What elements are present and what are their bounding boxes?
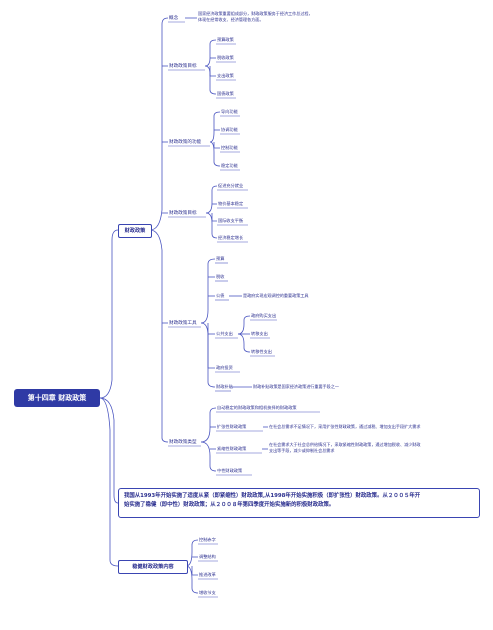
- function-item-2[interactable]: 协调功能: [221, 127, 238, 132]
- tool-budget[interactable]: 预算: [216, 256, 225, 261]
- node-concept[interactable]: 概念: [169, 16, 179, 21]
- contractionary-note-line-1: 在社会需求大于社会总供给情况下，采取紧缩性财政政策，通过增加税收、减少财政: [269, 442, 421, 447]
- node-policy-objectives[interactable]: 财政政策目标: [169, 211, 197, 216]
- spending-transfer-type[interactable]: 转移性支出: [251, 349, 272, 354]
- spending-purchase[interactable]: 政府购买支出: [251, 313, 277, 318]
- type-auto-discretionary[interactable]: 自动稳定的财政政策和相机抉择的财政政策: [217, 405, 297, 410]
- function-item-1[interactable]: 导向功能: [221, 109, 238, 114]
- node-policy-functions[interactable]: 财政政策的功能: [169, 140, 202, 145]
- stable-item-3[interactable]: 推进改革: [199, 572, 216, 577]
- summary-line-1: 我国从1993年开始实施了适度从紧（即紧缩性）财政政策,从1998年开始实施积极…: [124, 493, 421, 499]
- node-policy-tools[interactable]: 财政政策工具: [169, 321, 197, 326]
- summary-box: 我国从1993年开始实施了适度从紧（即紧缩性）财政政策,从1998年开始实施积极…: [118, 488, 480, 518]
- goal-item-1[interactable]: 预算政策: [217, 37, 234, 42]
- function-item-4[interactable]: 稳定功能: [221, 163, 238, 168]
- concept-note-line-1: 国家经济政策重要组成部分，财政政策服务于经济工作总过程，: [198, 11, 313, 16]
- expansionary-note: 在社会总需求不足情况下，采用扩张性财政政策，通过减税、增加支出手段扩大需求: [269, 424, 421, 429]
- node-policy-goals[interactable]: 财政政策目标: [169, 64, 197, 69]
- objective-item-4[interactable]: 经济稳定增长: [218, 235, 244, 240]
- goal-item-4[interactable]: 国债政策: [217, 91, 234, 96]
- objective-item-1[interactable]: 促进充分就业: [218, 183, 244, 188]
- stable-item-2[interactable]: 调整结构: [199, 554, 216, 559]
- type-contractionary[interactable]: 紧缩性财政政策: [217, 446, 247, 451]
- contractionary-note-line-2: 支出等手段，减少或抑制社会总需求: [269, 448, 335, 453]
- root-node[interactable]: 第十四章 财政政策: [14, 389, 100, 407]
- summary-line-2: 始实施了稳健（即中性）财政政策；从２００８年第四季度开始实施新的积极财政政策。: [124, 502, 335, 508]
- branch-fiscal-policy[interactable]: 财政政策: [118, 224, 152, 238]
- goal-item-3[interactable]: 支出政策: [217, 73, 234, 78]
- stable-item-4[interactable]: 增收节支: [199, 590, 216, 595]
- concept-note: 国家经济政策重要组成部分，财政政策服务于经济工作总过程， 体现在经常收支、经济管…: [198, 11, 313, 23]
- bond-note: 是政府实现宏观调控的重要政策工具: [243, 293, 309, 298]
- objective-item-2[interactable]: 物价基本稳定: [218, 201, 244, 206]
- tool-gov-investment[interactable]: 政府投资: [216, 365, 233, 370]
- tool-subsidy[interactable]: 财政补贴: [216, 384, 233, 389]
- node-policy-types[interactable]: 财政政策类型: [169, 440, 197, 445]
- goal-item-2[interactable]: 税收政策: [217, 55, 234, 60]
- type-expansionary[interactable]: 扩张性财政政策: [217, 424, 247, 429]
- function-item-3[interactable]: 控制功能: [221, 145, 238, 150]
- tool-public-spending[interactable]: 公共支出: [216, 331, 233, 336]
- contractionary-note: 在社会需求大于社会总供给情况下，采取紧缩性财政政策，通过增加税收、减少财政 支出…: [269, 442, 420, 454]
- tool-bond[interactable]: 公债: [216, 293, 225, 298]
- stable-item-1[interactable]: 控制赤字: [199, 537, 216, 542]
- objective-item-3[interactable]: 国际收支平衡: [218, 218, 244, 223]
- branch-stable-policy-content[interactable]: 稳健财政政策内容: [118, 560, 188, 574]
- concept-note-line-2: 体现在经常收支、经济管理各方面。: [198, 17, 264, 22]
- tool-tax[interactable]: 税收: [216, 274, 225, 279]
- spending-transfer[interactable]: 转移支出: [251, 331, 268, 336]
- type-neutral[interactable]: 中性财政政策: [217, 468, 243, 473]
- subsidy-note: 财政补贴政策是国家经济政策进行重要手段之一: [253, 384, 339, 389]
